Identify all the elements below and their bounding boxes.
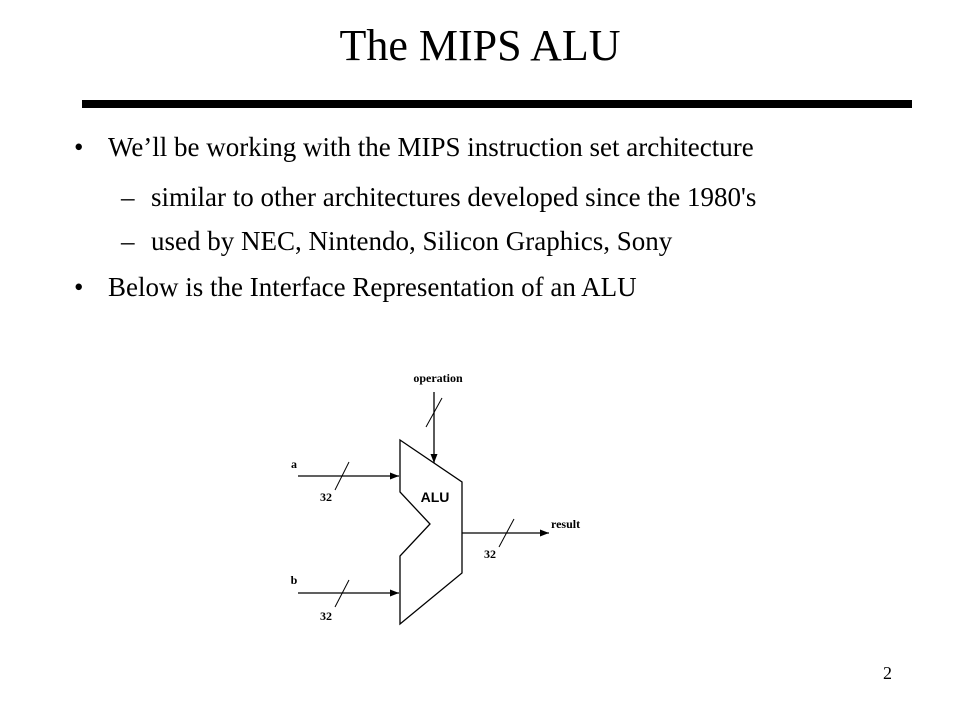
input-b-width: 32 (320, 609, 332, 623)
input-b-label: b (291, 573, 298, 587)
result-label: result (551, 517, 580, 531)
title-divider (82, 100, 912, 108)
result-width: 32 (484, 547, 496, 561)
alu-label: ALU (421, 489, 450, 505)
input-a-width: 32 (320, 490, 332, 504)
input-a-bus-slash (334, 461, 350, 491)
bullet-mark: • (74, 272, 84, 302)
sub-bullet-text: used by NEC, Nintendo, Silicon Graphics,… (151, 226, 673, 256)
bullet-mark: • (74, 132, 84, 162)
alu-block (399, 438, 463, 626)
input-b-bus-slash (334, 579, 350, 608)
result-bus-slash (498, 518, 515, 548)
sub-bullet-text: similar to other architectures developed… (151, 182, 757, 212)
page-number: 2 (883, 663, 892, 683)
bullet-text: Below is the Interface Representation of… (108, 272, 637, 302)
bullet-text: We’ll be working with the MIPS instructi… (108, 132, 754, 162)
sub-bullet-mark: – (121, 226, 135, 256)
operation-bus-slash (425, 397, 443, 428)
sub-bullet-mark: – (121, 182, 135, 212)
slide-title: The MIPS ALU (339, 21, 621, 70)
input-a-label: a (291, 457, 297, 471)
operation-label: operation (413, 371, 463, 385)
